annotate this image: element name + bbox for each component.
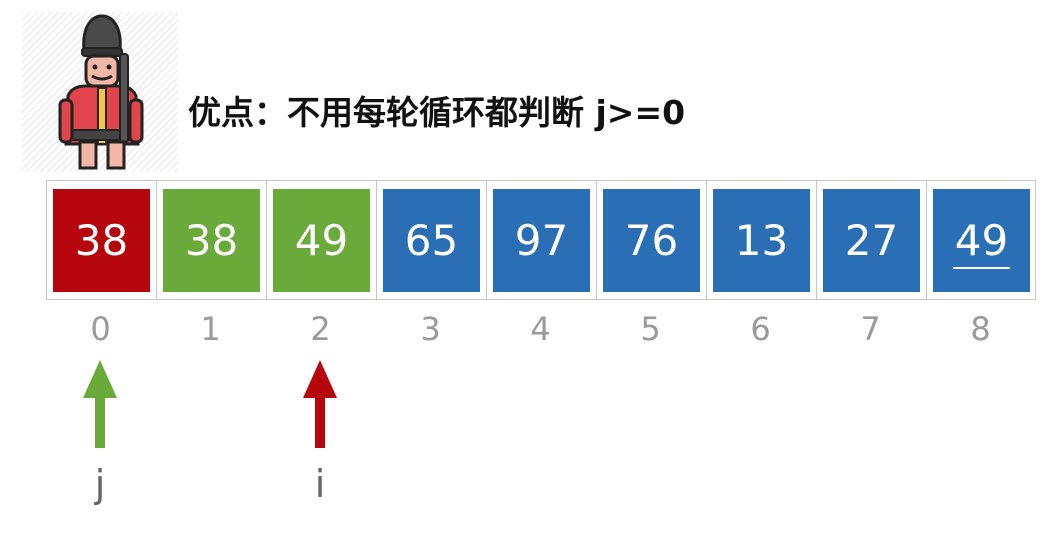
array-cell-8: 49: [933, 189, 1030, 292]
index-label-3: 3: [420, 310, 441, 348]
array-strip: 38 38 49 65 97 76 13 27 49: [46, 180, 1036, 300]
up-arrow-icon: [303, 360, 337, 448]
cell-divider: [486, 181, 487, 299]
index-label-7: 7: [860, 310, 881, 348]
cell-divider: [596, 181, 597, 299]
index-label-8: 8: [970, 310, 991, 348]
up-arrow-icon: [83, 360, 117, 448]
array-cell-value: 97: [514, 216, 569, 265]
pointer-label-i: i: [314, 462, 326, 506]
royal-guard-icon: [22, 12, 178, 172]
index-label-1: 1: [200, 310, 221, 348]
page-title: 优点：不用每轮循环都判断 j>=0: [188, 93, 686, 132]
array-cell-value: 49: [952, 216, 1011, 269]
cell-divider: [706, 181, 707, 299]
arrow-head: [303, 360, 337, 398]
index-label-0: 0: [90, 310, 111, 348]
arrow-shaft: [315, 396, 325, 448]
pointer-label-j: j: [94, 462, 106, 506]
cell-divider: [816, 181, 817, 299]
pointer-arrow-j: [70, 360, 130, 450]
array-cell-0: 38: [53, 189, 150, 292]
arrow-shaft: [95, 396, 105, 448]
array-cell-1: 38: [163, 189, 260, 292]
array-cell-value: 13: [734, 216, 789, 265]
pointer-arrow-i: [290, 360, 350, 450]
index-label-4: 4: [530, 310, 551, 348]
cell-divider: [376, 181, 377, 299]
array-cell-5: 76: [603, 189, 700, 292]
arrow-head: [83, 360, 117, 398]
array-cell-value: 65: [404, 216, 459, 265]
array-cell-value: 38: [184, 216, 239, 265]
array-cell-value: 76: [624, 216, 679, 265]
array-cell-value: 27: [844, 216, 899, 265]
array-cell-4: 97: [493, 189, 590, 292]
cell-divider: [926, 181, 927, 299]
index-label-2: 2: [310, 310, 331, 348]
array-cell-6: 13: [713, 189, 810, 292]
array-cell-7: 27: [823, 189, 920, 292]
cell-divider: [266, 181, 267, 299]
array-cell-3: 65: [383, 189, 480, 292]
array-cell-2: 49: [273, 189, 370, 292]
array-cell-value: 49: [294, 216, 349, 265]
array-cell-value: 38: [74, 216, 129, 265]
cell-divider: [156, 181, 157, 299]
index-label-6: 6: [750, 310, 771, 348]
index-label-5: 5: [640, 310, 661, 348]
